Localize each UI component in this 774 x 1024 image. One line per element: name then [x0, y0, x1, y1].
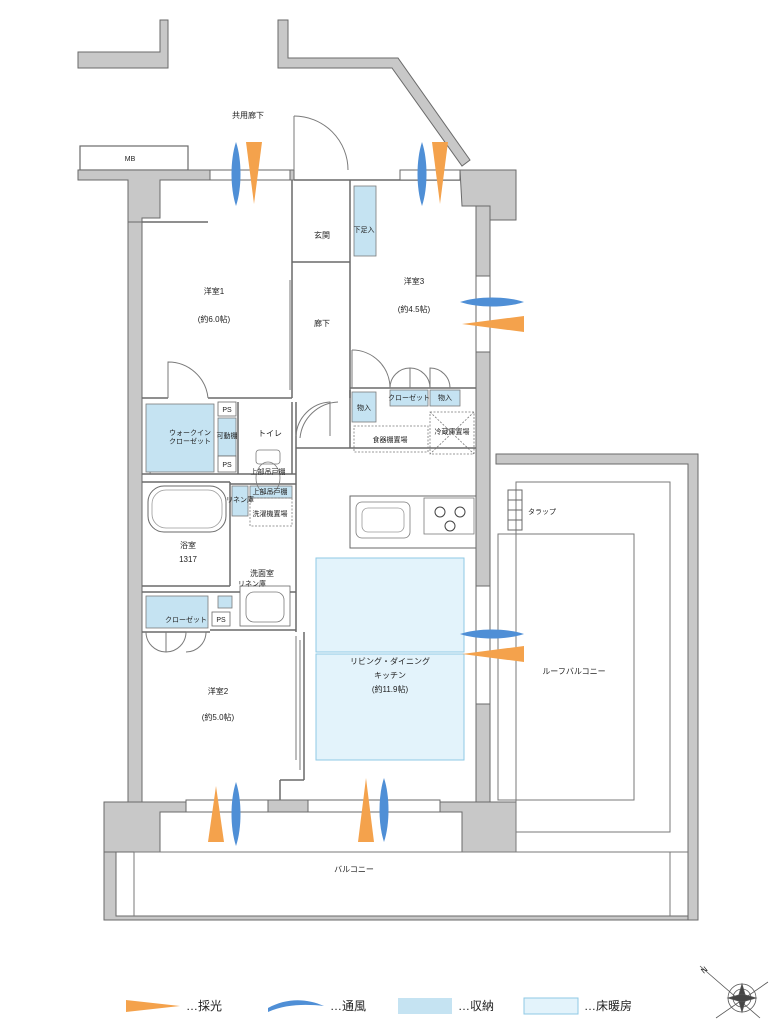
kitchen-fixtures [147, 411, 477, 627]
common-corridor-label: 共用廊下 [232, 110, 264, 120]
bedroom1-label: 洋室1 [204, 286, 225, 296]
hallway-label: 廊下 [314, 318, 330, 328]
bedroom3-size: (約4.5帖) [398, 304, 431, 314]
compass [699, 965, 769, 1019]
bedroom2-label: 洋室2 [208, 686, 229, 696]
legend-wind-label: …通風 [330, 999, 366, 1013]
washer-space-label: 洗濯機置場 [253, 509, 288, 518]
ps-label-2: PS [222, 462, 232, 469]
legend-floor-heating-swatch [523, 997, 579, 1015]
legend-storage-label: …収納 [458, 999, 494, 1013]
ps-label-3: PS [216, 617, 226, 624]
sliding-doors [289, 280, 301, 770]
storage-label-1: 物入 [357, 403, 371, 412]
mb-label: MB [125, 156, 136, 163]
bedroom2-size: (約5.0帖) [202, 712, 235, 722]
bathroom-label: 浴室 [180, 540, 196, 550]
ldk-label: リビング・ダイニング [350, 656, 430, 666]
mb-box: MB [79, 145, 189, 171]
legend-light-label: …採光 [186, 999, 222, 1013]
upper-cabinet2-label: 上部吊戸棚 [253, 487, 288, 496]
legend: …採光 …通風 …収納 …床暖房 [126, 997, 632, 1015]
balcony-lines [133, 481, 688, 916]
linen-label-1: リネン庫 [226, 495, 254, 504]
fridge-space-label: 冷蔵庫置場 [435, 427, 470, 436]
outer-walls [77, 169, 699, 921]
north-label: N [699, 965, 709, 976]
closet-label-1: クローゼット [388, 393, 430, 402]
wind-arrows [231, 142, 524, 846]
balcony-label: バルコニー [334, 865, 374, 874]
kitchen-label: キッチン [374, 671, 406, 680]
legend-wind-swatch [268, 1000, 324, 1012]
movable-shelf-label: 可動棚 [217, 431, 238, 440]
windows [185, 169, 491, 813]
doors [145, 115, 451, 653]
ldk-size: (約11.9帖) [372, 684, 409, 694]
interior-walls [142, 179, 476, 800]
room-labels: 玄関 下足入 洋室1 (約6.0帖) 洋室3 (約4.5帖) 廊下 ウォークイン… [165, 226, 606, 874]
legend-storage-swatch [398, 998, 452, 1014]
trap-label: タラップ [528, 507, 556, 516]
storage-areas [145, 185, 461, 629]
entrance-label: 玄関 [314, 230, 330, 240]
roof-balcony-label: ルーフバルコニー [542, 667, 605, 676]
pantry-label: 食器棚置場 [373, 435, 408, 444]
floor-heating-areas [315, 557, 465, 761]
storage-label-2: 物入 [438, 393, 452, 402]
linen-label-2: リネン庫 [238, 579, 266, 588]
ps-label-1: PS [222, 407, 232, 414]
bedroom3-label: 洋室3 [404, 276, 425, 286]
stove-burners [434, 506, 466, 532]
shoe-closet-label: 下足入 [354, 226, 375, 234]
legend-floor-heating-label: …床暖房 [584, 998, 632, 1013]
closet-label-2: クローゼット [165, 615, 207, 624]
ps-boxes [211, 401, 237, 627]
bedroom1-size: (約6.0帖) [198, 314, 231, 324]
bathroom-size: 1317 [179, 555, 197, 564]
light-arrows [208, 142, 524, 842]
walkin-closet-label: ウォークインクローゼット [169, 429, 211, 445]
toilet-label: トイレ [258, 429, 282, 438]
outside-structures [77, 19, 471, 167]
upper-cabinet-label: 上部吊戸棚 [251, 467, 286, 476]
trap-ladder [507, 489, 523, 531]
washroom-label: 洗面室 [250, 568, 274, 578]
legend-light-swatch [126, 1000, 180, 1012]
